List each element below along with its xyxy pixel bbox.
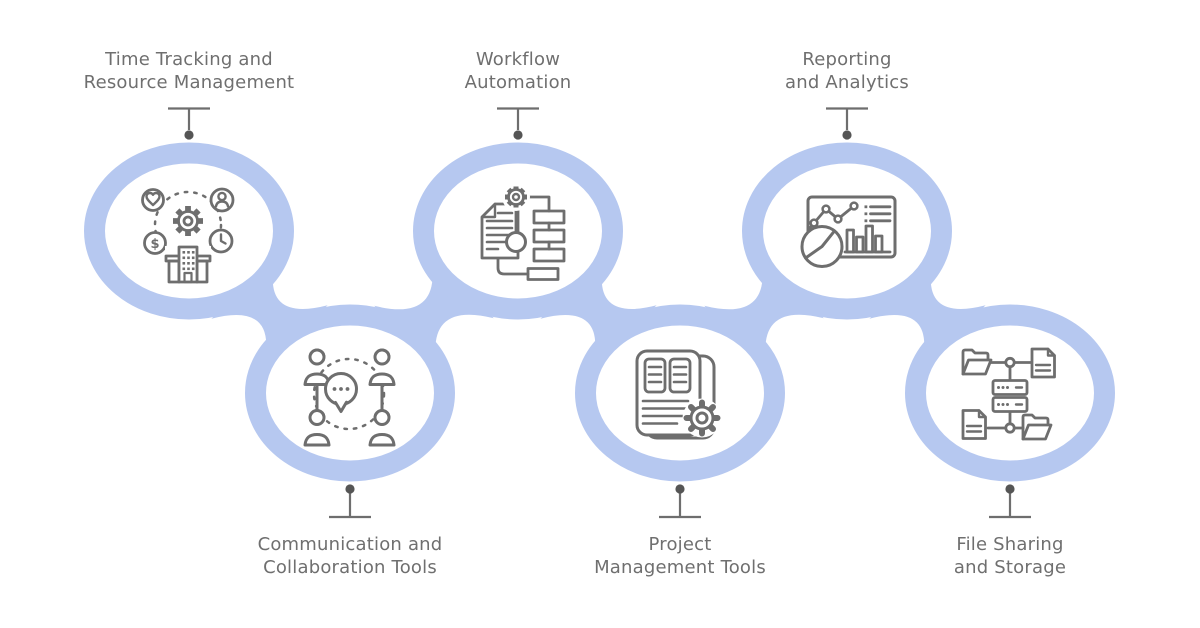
dashboard-charts-icon — [800, 195, 897, 268]
document-gear-flowchart-icon — [480, 183, 566, 281]
connector-project — [659, 484, 701, 519]
chain-link — [374, 252, 494, 372]
chain-link — [704, 252, 824, 372]
connector-file-sharing — [989, 484, 1031, 519]
clipboard-gear-icon — [635, 349, 722, 440]
chain-links — [211, 252, 986, 372]
org-resources-gear-icon: $ — [141, 187, 235, 284]
chain-link — [211, 253, 328, 371]
connector-reporting — [826, 107, 868, 140]
server-files-icon — [961, 347, 1056, 441]
people-chat-icon — [303, 348, 396, 447]
connector-communication — [329, 484, 371, 519]
svg-text:$: $ — [150, 237, 159, 252]
connector-workflow — [497, 107, 539, 140]
connector-time-tracking — [168, 107, 210, 140]
chain-link — [869, 253, 986, 371]
chain-link — [540, 253, 657, 371]
